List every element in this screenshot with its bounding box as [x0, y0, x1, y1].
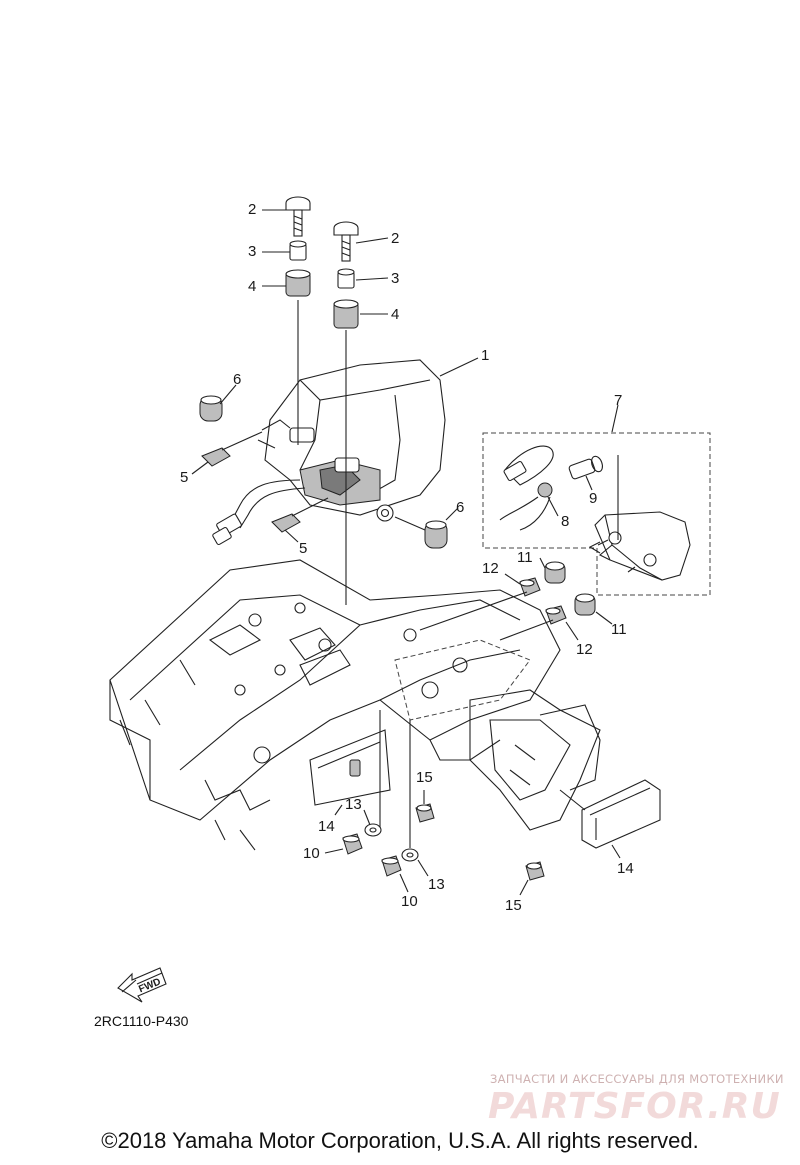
washer-13-right	[401, 720, 419, 862]
nut-12-upper	[519, 577, 541, 597]
collar-11-upper	[544, 561, 566, 584]
taillight-housing	[212, 359, 446, 546]
grommet-6-left	[199, 395, 223, 422]
callout-1: 1	[481, 347, 489, 364]
callout-13: 13	[345, 796, 362, 813]
callout-5: 5	[299, 540, 307, 557]
fender-bracket	[469, 689, 601, 831]
callout-10: 10	[401, 893, 418, 910]
callout-7: 7	[614, 392, 622, 409]
callout-4: 4	[391, 306, 399, 323]
nut-5-upper	[201, 431, 263, 467]
callout-15: 15	[416, 769, 433, 786]
callout-10: 10	[303, 845, 320, 862]
drawing-code: 2RC1110-P430	[94, 1013, 189, 1029]
callout-5: 5	[180, 469, 188, 486]
callout-6: 6	[456, 499, 464, 516]
bolt-stack-right	[333, 221, 359, 605]
rear-frame	[109, 559, 561, 851]
nut-10-left	[342, 833, 363, 855]
collar-11-lower	[574, 593, 596, 616]
watermark-tagline: ЗАПЧАСТИ И АКСЕССУАРЫ ДЛЯ МОТОТЕХНИКИ	[490, 1072, 784, 1086]
fwd-arrow-icon: FWD	[117, 967, 167, 1003]
callout-8: 8	[561, 513, 569, 530]
leader-lines	[191, 209, 621, 896]
reflector-14-right	[559, 779, 661, 849]
turn-signal-kit-box	[482, 432, 711, 596]
nut-12-lower	[545, 605, 567, 625]
bulb-9	[568, 455, 603, 480]
callout-labels: 1 2 2 3 3 4 4 5 5 6 6 7 8 9 10 10 11 11 …	[180, 201, 634, 914]
watermark-site: PARTSFOR.RU	[488, 1086, 781, 1127]
callout-6: 6	[233, 371, 241, 388]
callout-13: 13	[428, 876, 445, 893]
copyright-notice: ©2018 Yamaha Motor Corporation, U.S.A. A…	[101, 1128, 699, 1153]
callout-4: 4	[248, 278, 256, 295]
nut-5-lower	[271, 497, 329, 533]
callout-14: 14	[318, 818, 335, 835]
callout-11: 11	[517, 549, 533, 566]
reflector-14-left	[309, 710, 391, 830]
callout-15: 15	[505, 897, 522, 914]
watermark: ЗАПЧАСТИ И АКСЕССУАРЫ ДЛЯ МОТОТЕХНИКИ PA…	[488, 1072, 784, 1127]
callout-9: 9	[589, 490, 597, 507]
turn-signal-lens	[588, 455, 691, 581]
callout-2: 2	[248, 201, 256, 218]
bulb-socket-8	[499, 445, 554, 531]
nut-15-lower	[525, 861, 545, 881]
washer-13-left	[364, 823, 382, 837]
nut-15-upper	[415, 803, 435, 823]
callout-12: 12	[576, 641, 593, 658]
bolt-stack-left	[285, 196, 311, 445]
callout-2: 2	[391, 230, 399, 247]
callout-11: 11	[611, 621, 627, 638]
nut-10-right	[381, 855, 402, 877]
callout-3: 3	[391, 270, 399, 287]
callout-12: 12	[482, 560, 499, 577]
grommet-6-right	[394, 516, 448, 549]
callout-14: 14	[617, 860, 634, 877]
callout-3: 3	[248, 243, 256, 260]
